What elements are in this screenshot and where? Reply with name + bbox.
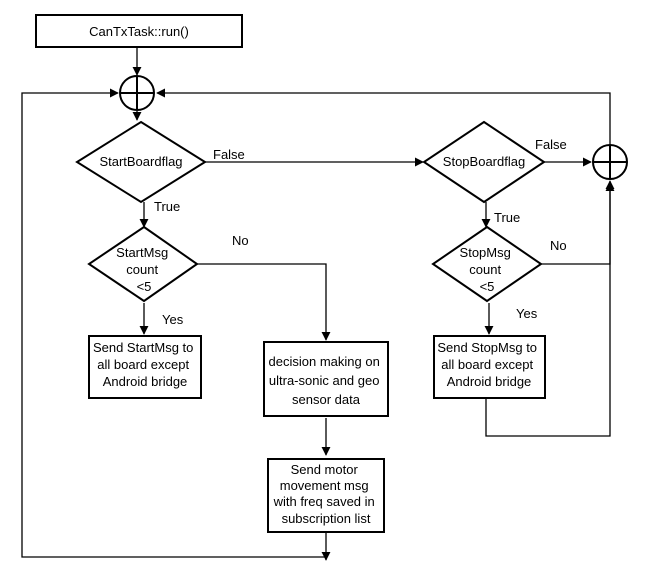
send-start-msg-process: Send StartMsg to all board except Androi… — [88, 335, 202, 399]
connectors — [21, 47, 615, 561]
edge-label-start-true: True — [154, 199, 180, 214]
send-motor-msg-process: Send motor movement msg with freq saved … — [267, 458, 385, 533]
start-msg-count-line-1: StartMsg — [116, 245, 168, 260]
decision-making-line-1: decision making on — [269, 354, 380, 369]
start-board-flag-decision: StartBoardflag — [75, 120, 207, 204]
edge-label-start-msg-no: No — [232, 233, 249, 248]
send-start-msg-line-1: Send StartMsg to — [93, 340, 193, 355]
send-stop-msg-process: Send StopMsg to all board except Android… — [433, 335, 546, 399]
stop-msg-count-line-3: <5 — [480, 279, 495, 294]
send-motor-msg-line-4: subscription list — [282, 511, 371, 526]
decision-making-process: decision making on ultra-sonic and geo s… — [263, 341, 389, 417]
decision-making-line-3: sensor data — [292, 392, 361, 407]
decision-making-line-2: ultra-sonic and geo — [269, 373, 380, 388]
edge-sendstop-return — [485, 182, 615, 437]
stop-board-flag-decision: StopBoardflag — [422, 120, 546, 204]
decision-making-label: decision making on ultra-sonic and geo s… — [269, 354, 384, 407]
send-motor-msg-line-2: movement msg — [280, 478, 369, 493]
stop-msg-count-label: StopMsg count <5 — [460, 245, 515, 294]
edge-label-stop-false: False — [535, 137, 567, 152]
edge-label-start-msg-yes: Yes — [162, 312, 184, 327]
stop-board-flag-label: StopBoardflag — [443, 154, 525, 169]
send-start-msg-line-3: Android bridge — [103, 374, 188, 389]
stop-msg-count-line-1: StopMsg — [460, 245, 511, 260]
start-node: CanTxTask::run() — [35, 14, 243, 48]
start-msg-count-line-3: <5 — [137, 279, 152, 294]
edge-label-stop-true: True — [494, 210, 520, 225]
junction-top-left — [119, 75, 155, 111]
send-stop-msg-line-3: Android bridge — [447, 374, 532, 389]
send-start-msg-line-2: all board except — [97, 357, 189, 372]
send-motor-msg-line-1: Send motor — [291, 462, 359, 477]
edge-label-stop-msg-yes: Yes — [516, 306, 538, 321]
edge-label-start-false: False — [213, 147, 245, 162]
edge-label-stop-msg-no: No — [550, 238, 567, 253]
send-motor-msg-label: Send motor movement msg with freq saved … — [273, 462, 379, 526]
send-motor-msg-line-3: with freq saved in — [273, 494, 375, 509]
stop-msg-count-line-2: count — [469, 262, 501, 277]
start-msg-count-line-2: count — [126, 262, 158, 277]
send-stop-msg-line-2: all board except — [441, 357, 533, 372]
edge-startmsg-no — [197, 263, 331, 341]
edge-labels: False True No Yes False True No Yes — [154, 137, 567, 327]
start-board-flag-label: StartBoardflag — [99, 154, 182, 169]
edge-loop-left-return — [21, 88, 326, 558]
start-node-label: CanTxTask::run() — [89, 24, 189, 39]
start-msg-count-label: StartMsg count <5 — [116, 245, 172, 294]
send-start-msg-label: Send StartMsg to all board except Androi… — [93, 340, 197, 389]
send-stop-msg-label: Send StopMsg to all board except Android… — [437, 340, 540, 389]
start-msg-count-decision: StartMsg count <5 — [87, 225, 199, 303]
edge-junction2-return — [156, 88, 611, 145]
send-stop-msg-line-1: Send StopMsg to — [437, 340, 537, 355]
stop-msg-count-decision: StopMsg count <5 — [431, 225, 543, 303]
junction-top-right — [592, 144, 628, 180]
